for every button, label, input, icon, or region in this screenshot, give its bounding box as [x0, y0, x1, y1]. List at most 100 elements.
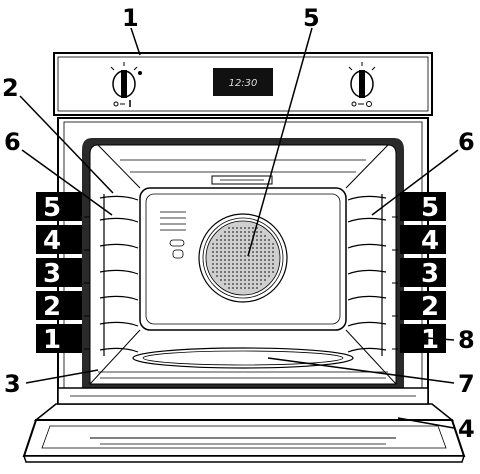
mesh-dot — [244, 247, 246, 249]
mesh-dot — [248, 283, 250, 285]
mesh-dot — [260, 275, 262, 277]
function-knob — [110, 62, 142, 107]
shelf-rails — [99, 194, 387, 356]
mesh-dot — [220, 263, 222, 265]
mesh-dot — [240, 227, 242, 229]
mesh-dot — [244, 279, 246, 281]
mesh-dot — [260, 279, 262, 281]
mesh-dot — [252, 259, 254, 261]
mesh-dot — [232, 227, 234, 229]
callout-3: 3 — [4, 370, 21, 398]
mesh-dot — [236, 279, 238, 281]
mesh-dot — [220, 247, 222, 249]
mesh-dot — [224, 259, 226, 261]
mesh-dot — [232, 239, 234, 241]
mesh-dot — [236, 259, 238, 261]
mesh-dot — [256, 259, 258, 261]
shelf-level-number: 3 — [43, 259, 61, 289]
mesh-dot — [264, 251, 266, 253]
mesh-dot — [272, 263, 274, 265]
mesh-dot — [236, 247, 238, 249]
mesh-dot — [260, 283, 262, 285]
mesh-dot — [256, 271, 258, 273]
shelf-level-number: 4 — [421, 226, 439, 256]
mesh-dot — [220, 279, 222, 281]
callout-6-right: 6 — [458, 128, 475, 156]
mesh-dot — [236, 251, 238, 253]
shelf-badge — [400, 192, 446, 221]
mesh-dot — [272, 271, 274, 273]
mesh-dot — [244, 283, 246, 285]
mesh-dot — [264, 279, 266, 281]
mesh-dot — [272, 243, 274, 245]
shelf-badge — [36, 291, 82, 320]
mesh-dot — [220, 255, 222, 257]
shelf-level-number: 1 — [421, 325, 439, 355]
mesh-dot — [248, 271, 250, 273]
mesh-dot — [232, 279, 234, 281]
mesh-dot — [248, 227, 250, 229]
mesh-dot — [248, 235, 250, 237]
mesh-dot — [220, 275, 222, 277]
mesh-dot — [224, 251, 226, 253]
mesh-dot — [260, 243, 262, 245]
mesh-dot — [252, 243, 254, 245]
clock-display: 12:30 — [213, 68, 273, 96]
mesh-dot — [268, 259, 270, 261]
mesh-dot — [272, 247, 274, 249]
mesh-dot — [216, 267, 218, 269]
mesh-dot — [240, 243, 242, 245]
mesh-dot — [212, 267, 214, 269]
mesh-dot — [260, 239, 262, 241]
mesh-dot — [240, 263, 242, 265]
mesh-dot — [240, 287, 242, 289]
mesh-dot — [268, 255, 270, 257]
mesh-dot — [260, 267, 262, 269]
shelf-badge — [400, 225, 446, 254]
mesh-dot — [244, 275, 246, 277]
mesh-dot — [232, 247, 234, 249]
mesh-dot — [232, 255, 234, 257]
mesh-dot — [252, 247, 254, 249]
mesh-dot — [236, 263, 238, 265]
mesh-dot — [240, 267, 242, 269]
mesh-dot — [212, 247, 214, 249]
shelf-badge — [36, 225, 82, 254]
shelf-level-number: 2 — [43, 292, 61, 322]
mesh-dot — [232, 283, 234, 285]
mesh-dot — [232, 235, 234, 237]
mesh-dot — [244, 271, 246, 273]
mesh-dot — [236, 243, 238, 245]
mesh-dot — [216, 243, 218, 245]
mesh-dot — [228, 259, 230, 261]
display-time: 12:30 — [229, 78, 258, 89]
mesh-dot — [260, 259, 262, 261]
shelf-level-number: 2 — [421, 292, 439, 322]
mesh-dot — [272, 251, 274, 253]
mesh-dot — [236, 235, 238, 237]
mesh-dot — [240, 255, 242, 257]
mesh-dot — [240, 283, 242, 285]
mesh-dot — [244, 239, 246, 241]
mesh-dot — [252, 283, 254, 285]
mesh-dot — [264, 263, 266, 265]
oven-door — [22, 387, 466, 463]
mesh-dot — [228, 279, 230, 281]
mesh-dot — [216, 251, 218, 253]
mesh-dot — [220, 271, 222, 273]
mesh-dot — [256, 267, 258, 269]
callout-4: 4 — [458, 415, 475, 443]
mesh-dot — [264, 243, 266, 245]
mesh-dot — [248, 243, 250, 245]
shelf-level-number: 5 — [421, 193, 439, 223]
mesh-dot — [252, 263, 254, 265]
mesh-dot — [240, 259, 242, 261]
mesh-dot — [268, 243, 270, 245]
mesh-dot — [232, 251, 234, 253]
mesh-dot — [232, 271, 234, 273]
control-panel: 12:30 — [53, 52, 433, 116]
mesh-dot — [256, 287, 258, 289]
mesh-dot — [260, 247, 262, 249]
mesh-dot — [264, 275, 266, 277]
mesh-dot — [240, 247, 242, 249]
